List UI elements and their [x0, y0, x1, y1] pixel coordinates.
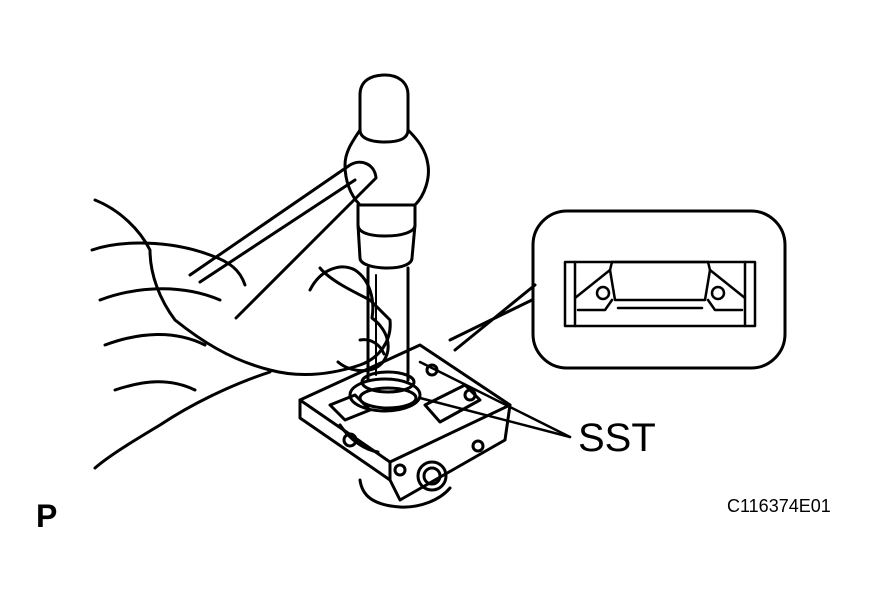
valve-port-front-inner: [422, 466, 442, 486]
view-letter-label: P: [36, 498, 58, 534]
valve-side-detail: [338, 423, 380, 454]
valve-body-right: [388, 403, 512, 502]
valve-recess: [423, 383, 482, 424]
figure-code-label: C116374E01: [727, 496, 831, 516]
valve-hole-4: [471, 439, 485, 453]
hand-finger-1: [90, 241, 247, 287]
valve-body-base: [358, 478, 452, 509]
valve-slot-left: [328, 393, 372, 422]
valve-hole-5: [342, 432, 358, 448]
hand-lower-edge: [93, 370, 272, 470]
hand-outline: [93, 198, 392, 377]
sst-shaft: [366, 266, 410, 382]
thumb-nail: [358, 338, 386, 356]
hand-finger-4: [113, 380, 197, 392]
hammer-head-top: [358, 73, 410, 144]
sst-label: SST: [578, 416, 656, 460]
thumb: [308, 265, 390, 373]
hand-finger-3: [103, 333, 207, 347]
hammer-head-collar: [356, 203, 417, 238]
sst-leader-2: [418, 396, 572, 439]
callout-pointer: [448, 283, 537, 352]
sst-leader-1: [418, 360, 572, 439]
valve-hole-2: [463, 388, 477, 402]
callout-bubble: [531, 209, 787, 370]
valve-bore: [348, 377, 422, 413]
hammer-head-neck: [343, 128, 430, 207]
hand-finger-2: [98, 287, 222, 302]
seal-detail-inset: [563, 260, 757, 328]
hammer-handle: [188, 160, 378, 320]
hammer-head-grip: [356, 223, 417, 270]
valve-port-front: [416, 460, 448, 492]
valve-hole-3: [393, 463, 407, 477]
hammer-handle-inner: [198, 178, 357, 284]
